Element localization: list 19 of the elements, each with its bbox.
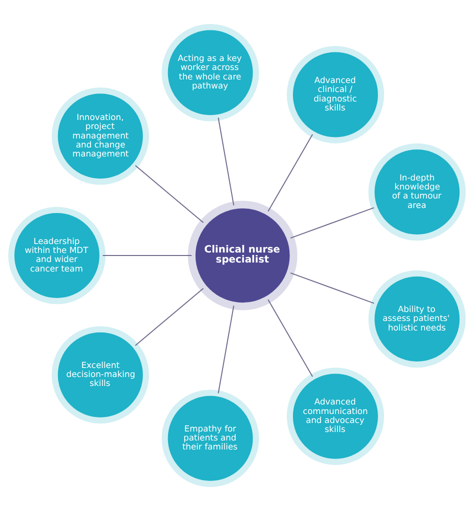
connector [218,117,234,206]
node-circle: Advanced clinical / diagnostic skills [286,46,384,144]
connector [268,134,314,212]
connector [290,272,375,304]
connector [290,207,375,239]
node-circle: Ability to assess patients' holistic needs [368,270,466,368]
node-circle: Empathy for patients and their families [162,390,259,487]
node-circle: Clinical nurse specialist [188,200,298,310]
node-circle: Leadership within the MDT and wider cancer team [8,206,106,304]
connector [218,305,234,394]
node-circle: In-depth knowledge of a tumour area [368,143,466,241]
node-circle: Excellent decision-making skills [52,326,149,424]
connector [134,165,204,224]
node-circle: Acting as a key worker across the whole care pathway [162,24,259,122]
connector [268,299,314,378]
connector [134,288,204,346]
node-circle: Advanced communication and advocacy skills [286,368,384,465]
node-circle: Innovation, project management and change management [52,88,149,185]
connector [102,255,192,256]
